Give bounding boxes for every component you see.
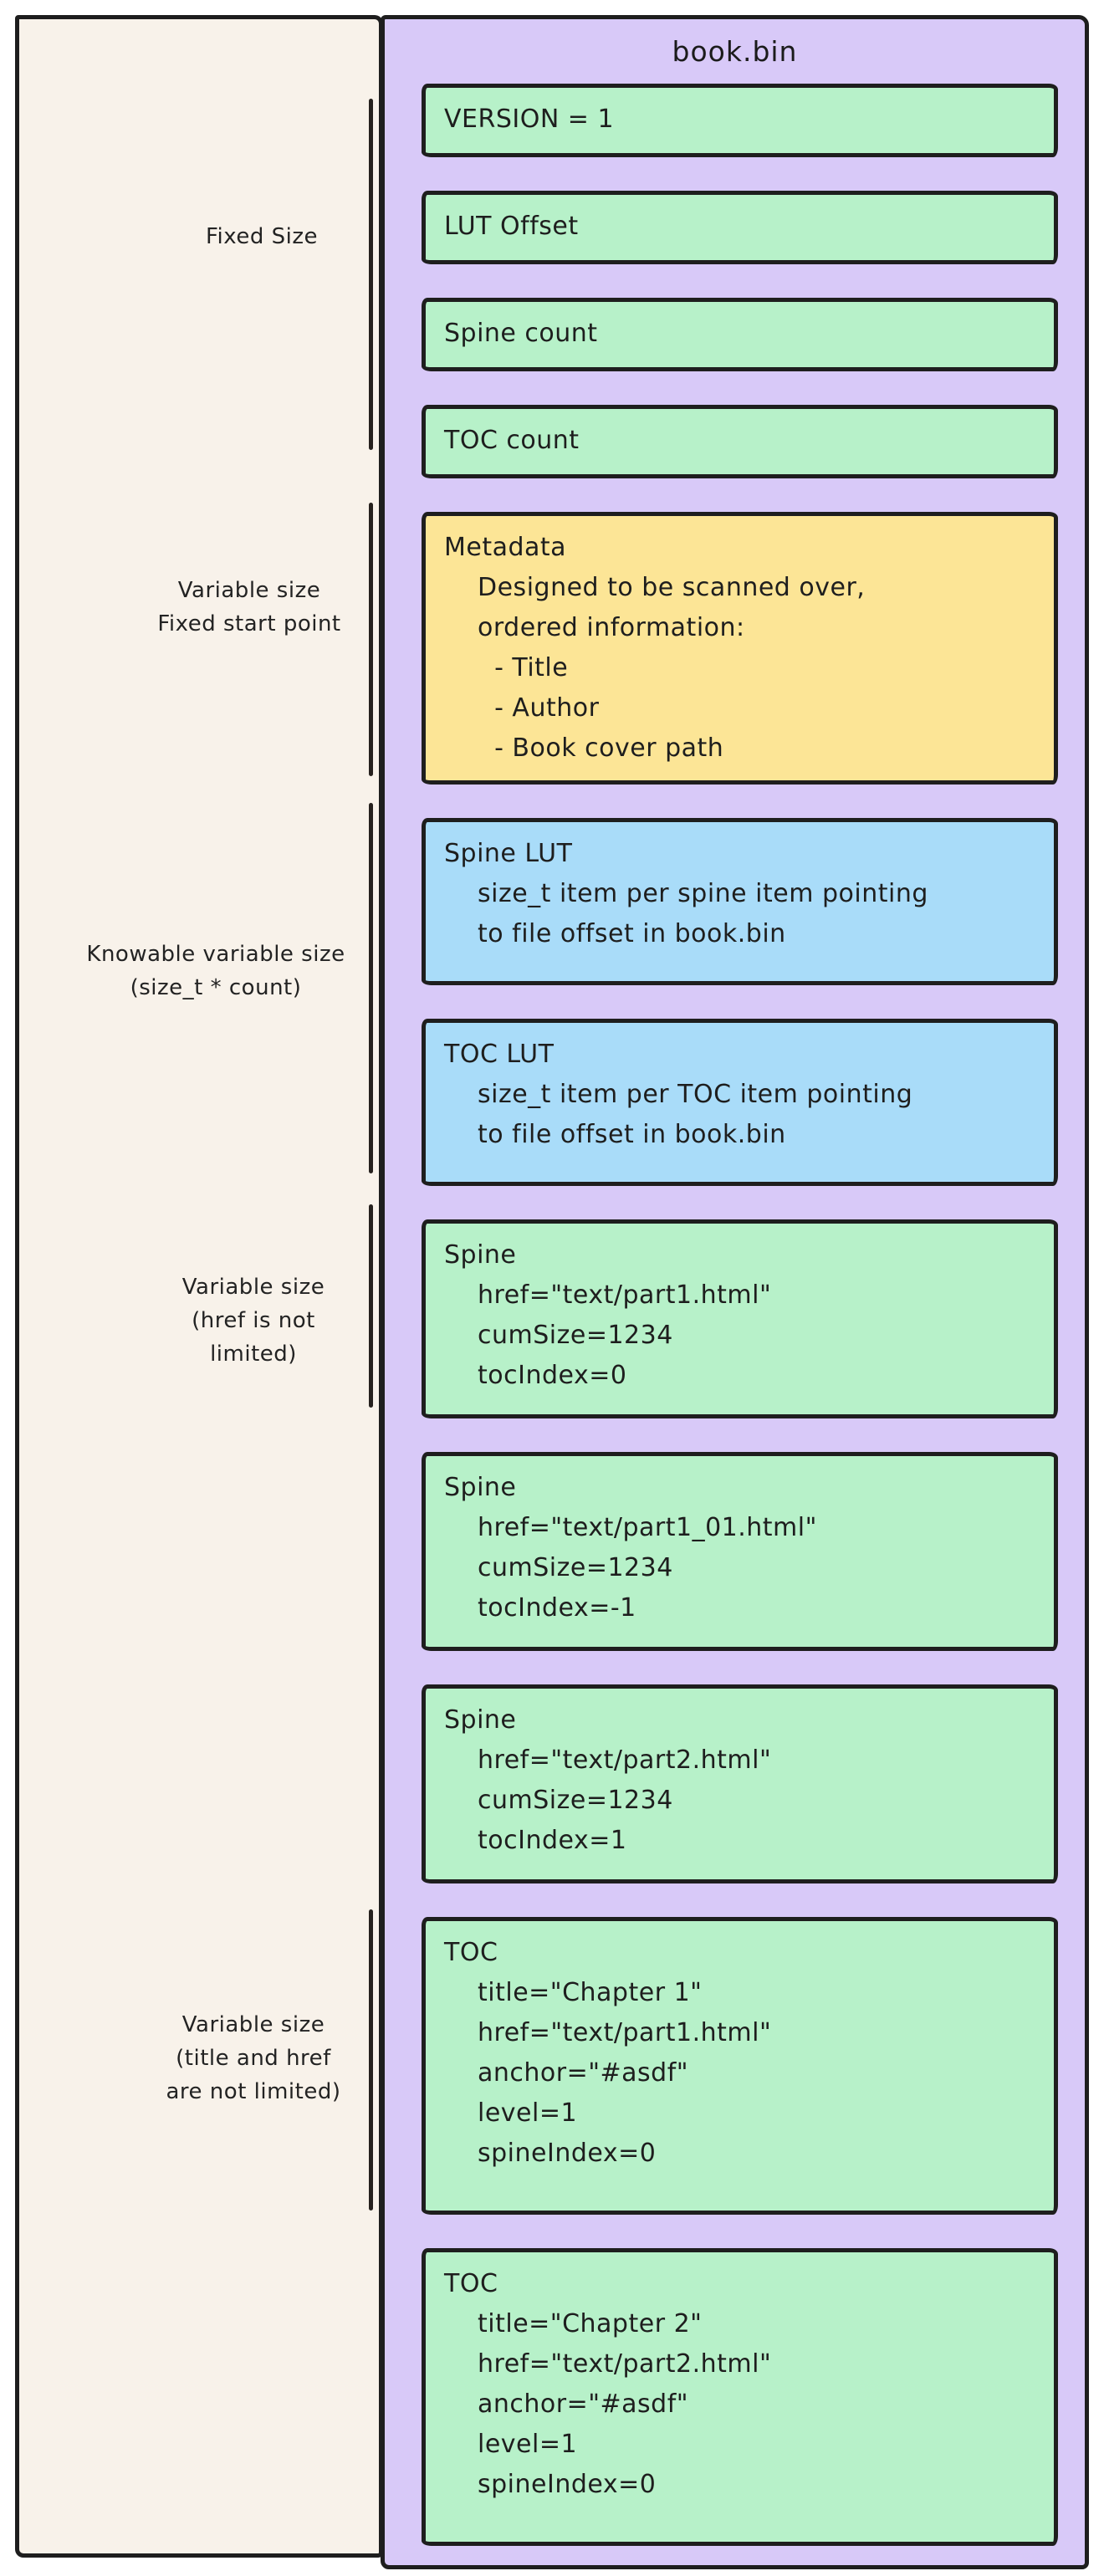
spine-lut-block-line-2: to file offset in book.bin bbox=[478, 919, 786, 948]
lut-offset-field: LUT Offset bbox=[422, 191, 1058, 264]
spine-entry-1: Spine href="text/part1.html" cumSize=1234 t… bbox=[422, 1219, 1058, 1418]
toc-entry-2-line-3: anchor="#asdf" bbox=[478, 2389, 689, 2419]
spine-entry-3-title: Spine bbox=[444, 1705, 517, 1735]
metadata-block-title: Metadata bbox=[444, 533, 567, 562]
spine-entry-3: Spine href="text/part2.html" cumSize=1234 t… bbox=[422, 1684, 1058, 1883]
metadata-block-line-2: ordered information: bbox=[478, 613, 745, 642]
toc-entry-1: TOC title="Chapter 1" href="text/part1.htm… bbox=[422, 1917, 1058, 2215]
toc-entry-1-line-3: anchor="#asdf" bbox=[478, 2058, 689, 2088]
toc-count-field: TOC count bbox=[422, 405, 1058, 478]
toc-lut-block-line-2: to file offset in book.bin bbox=[478, 1120, 786, 1149]
file-title: book.bin bbox=[672, 35, 798, 68]
spine-count-field: Spine count bbox=[422, 298, 1058, 371]
spine-lut-block-line-1: size_t item per spine item pointing bbox=[478, 879, 928, 908]
toc-lut-block-title: TOC LUT bbox=[444, 1040, 555, 1069]
spine-entry-1-title: Spine bbox=[444, 1240, 517, 1270]
toc-lut-block: TOC LUT size_t item per TOC item pointing… bbox=[422, 1019, 1058, 1186]
version-field: VERSION = 1 bbox=[422, 84, 1058, 157]
spine-entry-3-line-2: cumSize=1234 bbox=[478, 1786, 673, 1815]
spine-entry-1-line-1: href="text/part1.html" bbox=[478, 1280, 772, 1310]
annotation-panel: Fixed Size Variable size Fixed start poi… bbox=[15, 15, 383, 2558]
size-annotation-knowable-variable: Knowable variable size (size_t * count) bbox=[86, 942, 345, 1000]
toc-entry-2-line-1: title="Chapter 2" bbox=[478, 2309, 703, 2338]
bracket-line-luts bbox=[369, 803, 373, 1173]
toc-count-field-title: TOC count bbox=[444, 426, 580, 455]
spine-entry-1-line-2: cumSize=1234 bbox=[478, 1321, 673, 1350]
toc-entry-2-line-5: spineIndex=0 bbox=[478, 2470, 657, 2499]
metadata-block-line-4: - Author bbox=[478, 693, 600, 723]
spine-entry-2-title: Spine bbox=[444, 1473, 517, 1502]
toc-entry-1-line-5: spineIndex=0 bbox=[478, 2139, 657, 2168]
spine-count-field-title: Spine count bbox=[444, 319, 598, 348]
toc-entry-2-title: TOC bbox=[444, 2269, 498, 2298]
metadata-block-line-5: - Book cover path bbox=[478, 733, 724, 763]
spine-entry-3-line-3: tocIndex=1 bbox=[478, 1826, 627, 1855]
toc-entry-2: TOC title="Chapter 2" href="text/part2.htm… bbox=[422, 2248, 1058, 2546]
toc-entry-1-title: TOC bbox=[444, 1938, 498, 1967]
bracket-line-spine bbox=[369, 1204, 373, 1408]
toc-entry-2-line-4: level=1 bbox=[478, 2430, 578, 2459]
spine-entry-1-line-3: tocIndex=0 bbox=[478, 1361, 627, 1390]
metadata-block-line-1: Designed to be scanned over, bbox=[478, 573, 866, 602]
size-annotation-variable-href: Variable size (href is not limited) bbox=[181, 1275, 325, 1367]
toc-entry-1-line-2: href="text/part1.html" bbox=[478, 2018, 772, 2047]
toc-entry-1-line-4: level=1 bbox=[478, 2098, 578, 2128]
version-field-title: VERSION = 1 bbox=[444, 105, 615, 134]
bracket-line-metadata bbox=[369, 503, 373, 776]
metadata-block-line-3: - Title bbox=[478, 653, 569, 682]
bracket-line-toc bbox=[369, 1909, 373, 2211]
spine-entry-2-line-3: tocIndex=-1 bbox=[478, 1593, 636, 1623]
lut-offset-field-title: LUT Offset bbox=[444, 212, 579, 241]
toc-entry-2-line-2: href="text/part2.html" bbox=[478, 2349, 772, 2379]
size-annotation-fixed-size: Fixed Size bbox=[205, 224, 318, 249]
spine-lut-block: Spine LUT size_t item per spine item poin… bbox=[422, 818, 1058, 985]
spine-lut-block-title: Spine LUT bbox=[444, 839, 573, 868]
size-annotation-variable-fixed-start: Variable size Fixed start point bbox=[157, 578, 341, 636]
spine-entry-2-line-2: cumSize=1234 bbox=[478, 1553, 673, 1582]
spine-entry-3-line-1: href="text/part2.html" bbox=[478, 1745, 772, 1775]
toc-lut-block-line-1: size_t item per TOC item pointing bbox=[478, 1080, 913, 1109]
toc-entry-1-line-1: title="Chapter 1" bbox=[478, 1978, 703, 2007]
bracket-line-fixed-size bbox=[369, 99, 373, 450]
size-annotation-variable-title-href: Variable size (title and href are not li… bbox=[166, 2012, 341, 2104]
spine-entry-2-line-1: href="text/part1_01.html" bbox=[478, 1513, 817, 1542]
spine-entry-2: Spine href="text/part1_01.html" cumSize=12… bbox=[422, 1452, 1058, 1651]
